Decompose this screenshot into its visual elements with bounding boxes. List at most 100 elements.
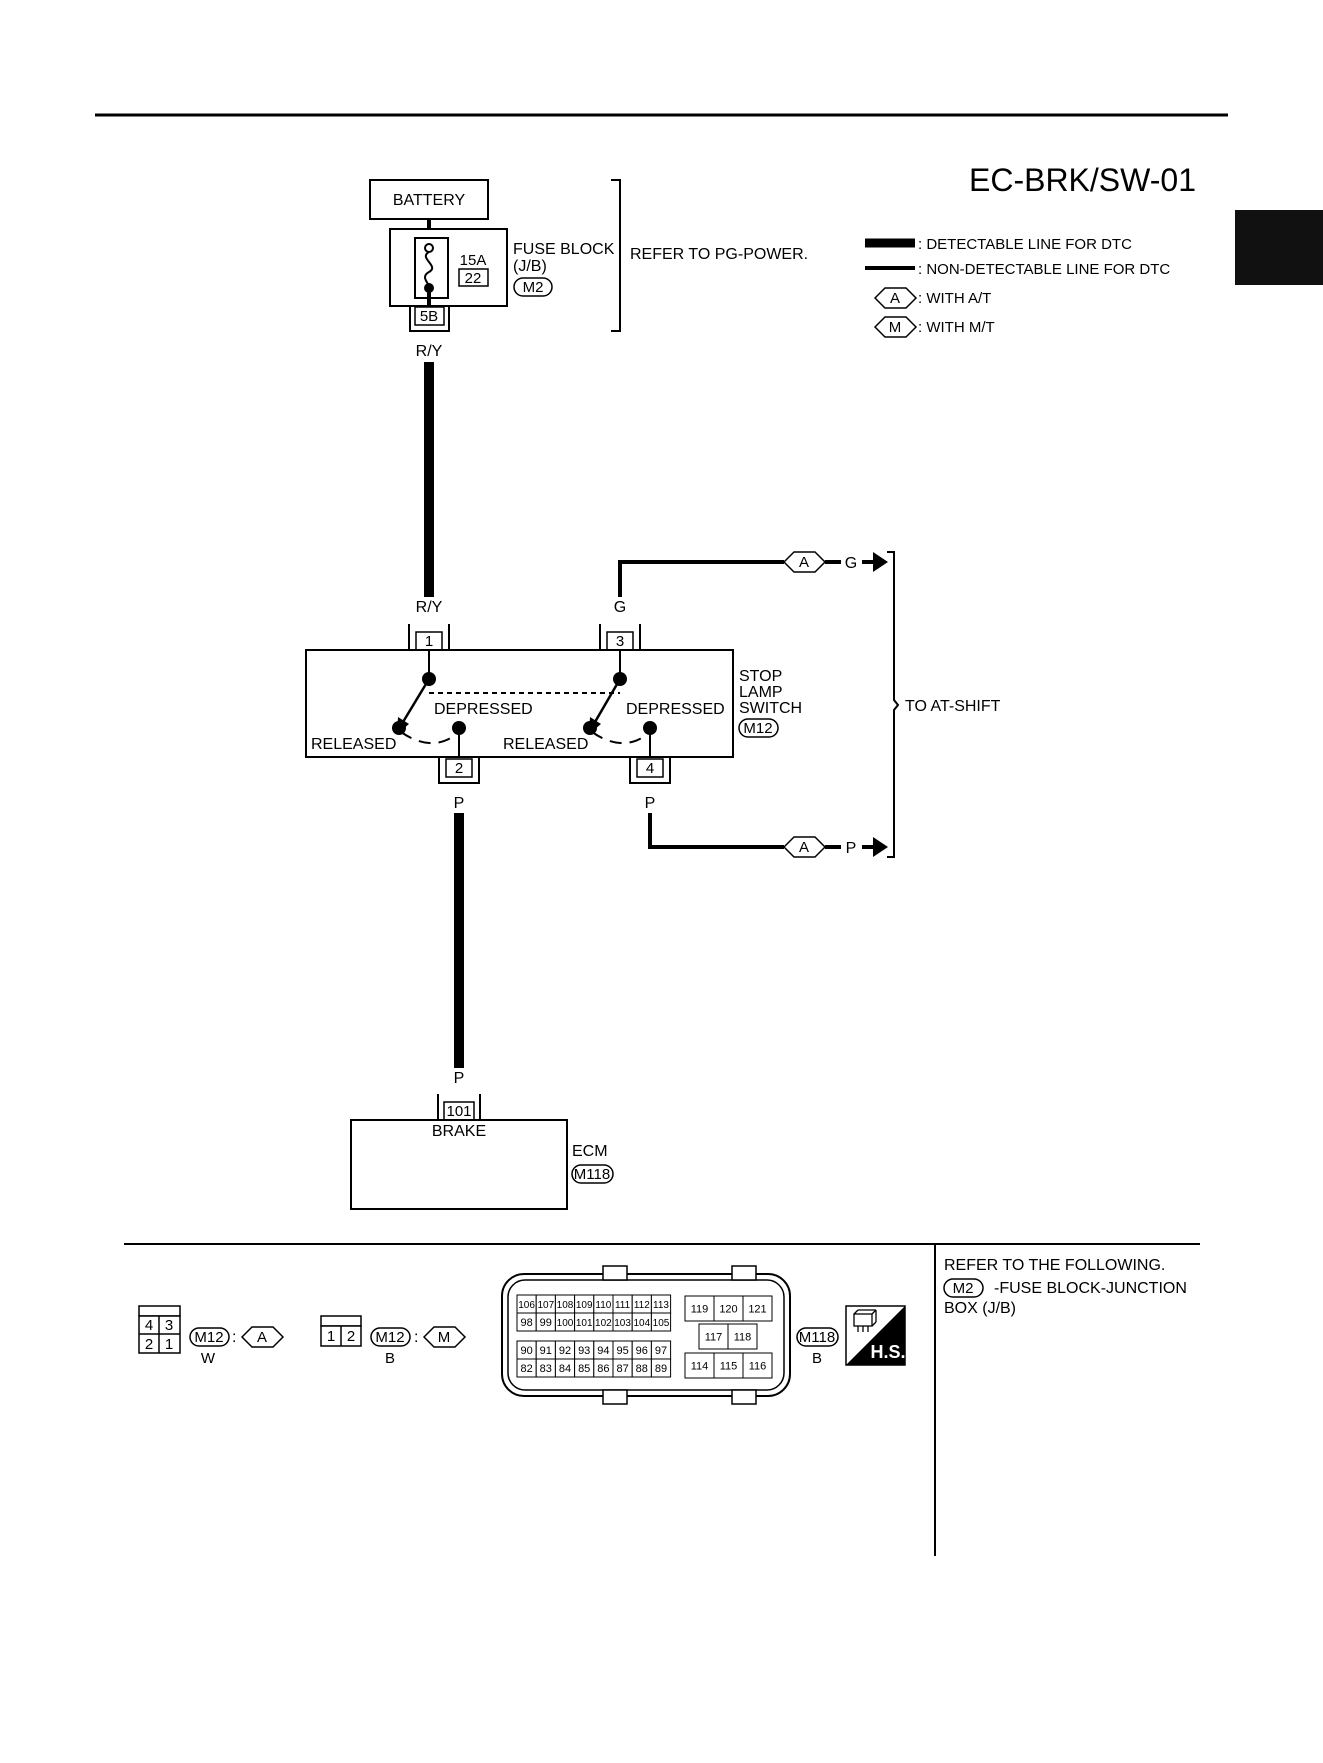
m118-pin-label: 105	[653, 1318, 670, 1329]
m118-pin-label: 89	[655, 1363, 667, 1375]
m12-at-pin-2: 2	[145, 1336, 153, 1353]
wire-label-ry-top: R/Y	[416, 343, 443, 360]
m118-pin-cell	[742, 1295, 773, 1322]
switch1-released-label: RELEASED	[311, 736, 396, 753]
ecm-connector-badge	[571, 1164, 614, 1184]
fuse-icon	[424, 251, 434, 288]
m118-latch-bottom-left	[602, 1389, 628, 1405]
switch2-travel-arc	[591, 731, 646, 744]
m12-at-face-top	[138, 1305, 181, 1317]
m12-at-connector: M12	[194, 1329, 223, 1346]
fuse-number-box	[458, 268, 489, 287]
battery-box	[369, 179, 489, 220]
m118-pin-label: 83	[540, 1363, 552, 1375]
refer-connector: M2	[953, 1280, 974, 1297]
switch1-depressed-label: DEPRESSED	[434, 701, 533, 718]
m12-mt-connector-view: 1 2 M12 : M B	[320, 1315, 467, 1367]
m118-pin-label: 109	[576, 1300, 593, 1311]
stop-lamp-switch-connector-badge	[738, 718, 779, 738]
m118-pin-label: 91	[540, 1345, 552, 1357]
at-shift-p-arrow-icon	[873, 837, 888, 857]
legend-non-detectable-text: : NON-DETECTABLE LINE FOR DTC	[918, 261, 1170, 278]
m118-pin-cell	[742, 1352, 773, 1379]
m118-pin-label: 106	[518, 1300, 535, 1311]
m12-at-colon: :	[232, 1329, 236, 1346]
refer-heading: REFER TO THE FOLLOWING.	[944, 1257, 1165, 1274]
section-tab	[1235, 210, 1323, 285]
ecm-connector: M118	[574, 1166, 610, 1183]
stop-lamp-switch-label-2: LAMP	[739, 684, 783, 701]
m12-mt-face-top	[320, 1315, 362, 1327]
m118-pin-label: 95	[616, 1345, 628, 1357]
m12-mt-colon: :	[414, 1329, 418, 1346]
m12-at-variant: A	[257, 1329, 267, 1346]
ecm-box	[350, 1119, 568, 1210]
legend-at-text: : WITH A/T	[918, 290, 991, 307]
refer-item-line-2: BOX (J/B)	[944, 1300, 1016, 1317]
fuse-refer-text: REFER TO PG-POWER.	[630, 246, 808, 263]
battery-label: BATTERY	[393, 192, 466, 209]
legend-mt-symbol-shape	[873, 316, 918, 338]
legend-mt-text: : WITH M/T	[918, 319, 995, 336]
wire-label-p-pin4: P	[645, 795, 656, 812]
m118-pin-label: 92	[559, 1345, 571, 1357]
at-shift-g-arrow-icon	[873, 552, 888, 572]
pin2-bracket	[438, 757, 480, 784]
m118-latch-top-left	[602, 1265, 628, 1281]
switch2-released-label: RELEASED	[503, 736, 588, 753]
m118-connector: M118	[799, 1329, 835, 1346]
fuse-block-connector: M2	[523, 279, 544, 296]
at-shift-g-wire-label: G	[845, 555, 857, 572]
m12-at-pin-3: 3	[165, 1317, 173, 1334]
connector-icon	[853, 1309, 877, 1332]
hs-badge-text: H.S.	[870, 1342, 905, 1362]
fuse-terminal-box	[414, 306, 445, 326]
fuse-amperage: 15A	[460, 252, 487, 269]
m118-pin-label: 121	[748, 1304, 766, 1316]
m118-pin-label: 119	[691, 1304, 709, 1316]
wire-g	[618, 560, 784, 597]
m118-pin-label: 96	[636, 1345, 648, 1357]
pin1-label: 1	[425, 633, 433, 650]
m118-pin-label: 101	[576, 1318, 593, 1329]
pin2-label: 2	[455, 760, 463, 777]
fuse-block-label-2: (J/B)	[513, 258, 547, 275]
wire-label-g-switch: G	[614, 599, 626, 616]
fuse-terminal: 5B	[420, 308, 438, 325]
legend-detectable-text: : DETECTABLE LINE FOR DTC	[918, 236, 1132, 253]
m118-pin-label: 104	[633, 1318, 650, 1329]
m12-mt-connector: M12	[375, 1329, 404, 1346]
m118-pin-label: 103	[614, 1318, 631, 1329]
ecm-label: ECM	[572, 1143, 608, 1160]
m118-pin-label: 111	[615, 1300, 631, 1311]
page-title: EC-BRK/SW-01	[969, 162, 1196, 198]
m118-pin-label: 112	[634, 1300, 650, 1311]
m118-pin-cell	[727, 1323, 758, 1350]
m118-pin-label: 110	[595, 1300, 611, 1311]
switch1-released-contact	[392, 721, 406, 735]
ecm-terminal: 101	[446, 1103, 471, 1120]
m118-pin-label: 114	[691, 1361, 709, 1373]
hs-badge: H.S.	[845, 1305, 906, 1366]
m118-pin-label: 86	[597, 1363, 609, 1375]
m118-pin-label: 90	[520, 1345, 532, 1357]
m118-pin-label: 113	[653, 1300, 669, 1311]
m12-at-variant-shape	[240, 1326, 285, 1348]
m118-pin-label: 93	[578, 1345, 590, 1357]
pin2-box	[445, 758, 473, 778]
m118-pin-cell	[698, 1323, 729, 1350]
m118-pin-cell	[684, 1295, 715, 1322]
stop-lamp-switch-label: STOP	[739, 668, 782, 685]
legend-at-symbol-shape	[873, 287, 918, 309]
m118-pin-label: 85	[578, 1363, 590, 1375]
fuse-block-connector-badge	[513, 277, 553, 297]
wire-label-p-ecm: P	[454, 1070, 465, 1087]
m118-pin-label: 82	[520, 1363, 532, 1375]
fuse-block-label: FUSE BLOCK	[513, 241, 615, 258]
fuse-top-terminal	[424, 243, 434, 253]
m12-at-pin-4: 4	[145, 1317, 153, 1334]
wire-p-at	[648, 813, 784, 849]
switch1-arm	[401, 678, 431, 723]
